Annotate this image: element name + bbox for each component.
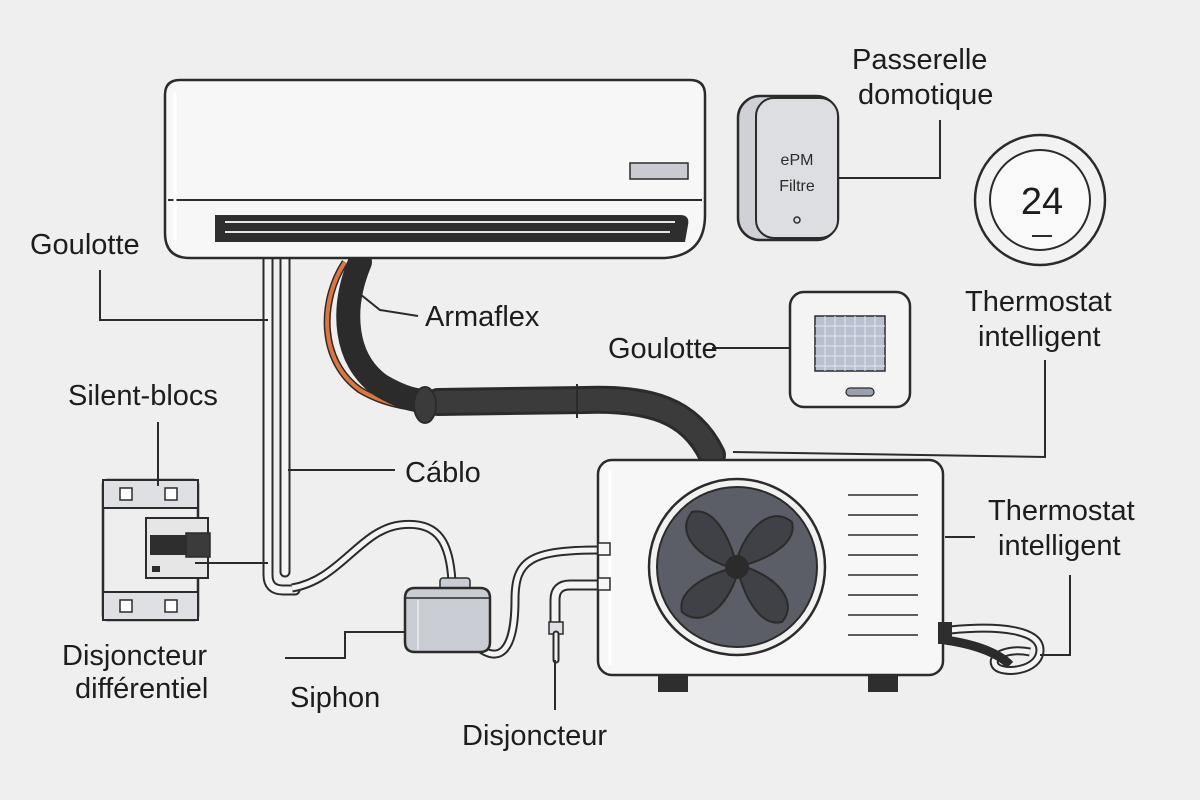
label-disjoncteur-differentiel-line2: différentiel <box>75 673 208 705</box>
label-thermostat-top-line2: intelligent <box>978 321 1101 353</box>
gateway-line1: ePM <box>781 152 814 169</box>
label-passerelle-line2: domotique <box>858 79 993 111</box>
label-goulotte-left: Goulotte <box>30 229 140 261</box>
label-thermostat-top-line1: Thermostat <box>965 286 1112 318</box>
gateway-device: ePM Filtre <box>736 94 840 242</box>
label-disjoncteur-differentiel-line1: Disjoncteur <box>62 640 207 672</box>
label-goulotte-right: Goulotte <box>608 333 718 365</box>
service-valve <box>548 621 564 664</box>
wall-sensor <box>788 290 912 409</box>
outdoor-unit <box>596 458 952 692</box>
label-disjoncteur: Disjoncteur <box>462 720 607 752</box>
label-cablo: Cáblo <box>405 457 481 489</box>
round-thermostat: 24 <box>973 133 1107 267</box>
label-thermostat-bottom-line2: intelligent <box>998 530 1121 562</box>
gateway-line2: Filtre <box>779 178 815 195</box>
label-armaflex: Armaflex <box>425 301 540 333</box>
diagram-labels: Goulotte Armaflex Silent-blocs Cáblo Dis… <box>30 44 1135 752</box>
label-silent-blocs: Silent-blocs <box>68 380 218 412</box>
label-thermostat-bottom-line1: Thermostat <box>988 495 1135 527</box>
pipe-bundle <box>262 250 1045 675</box>
circuit-breaker <box>101 478 211 622</box>
label-passerelle-line1: Passerelle <box>852 44 987 76</box>
fan-icon <box>680 510 794 624</box>
thermostat-display: 24 <box>1021 181 1063 223</box>
label-siphon: Siphon <box>290 682 380 714</box>
indoor-unit <box>163 78 707 260</box>
leader-lines <box>99 120 1071 710</box>
siphon-pump <box>403 577 492 654</box>
